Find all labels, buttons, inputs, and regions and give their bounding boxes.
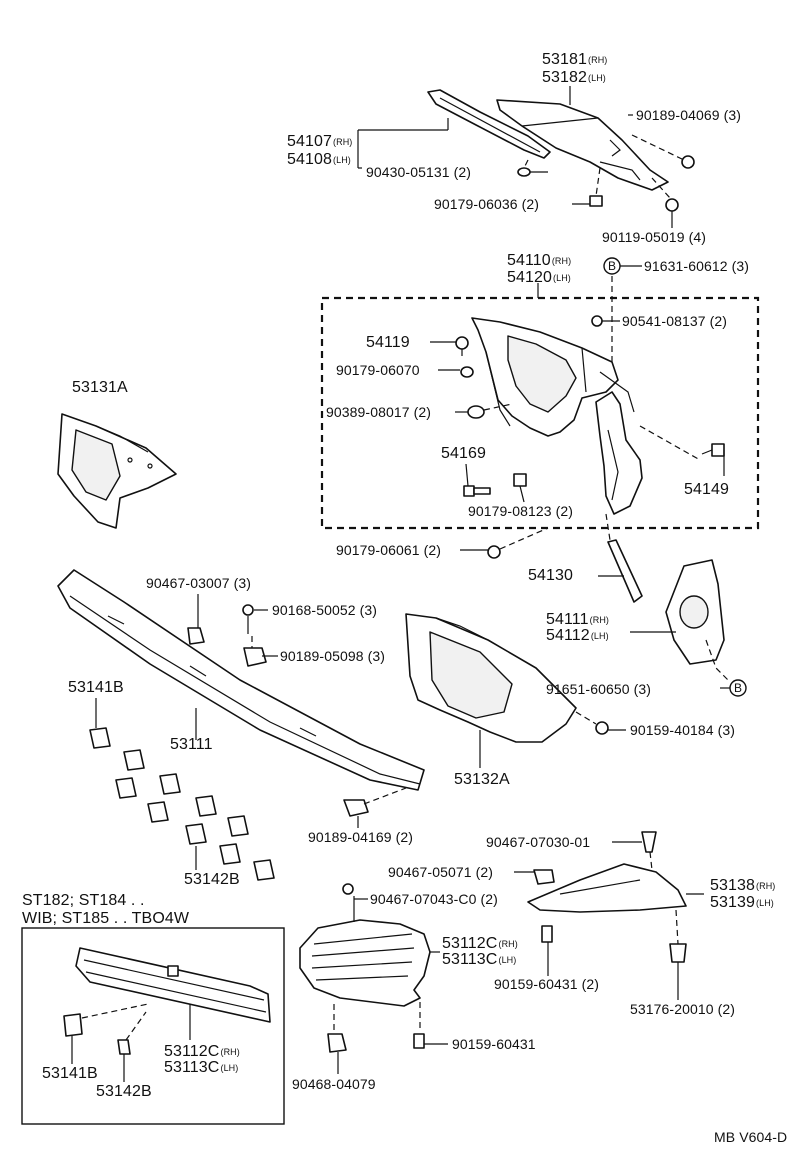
footer-code: MB V604-D (714, 1129, 788, 1145)
label-90468-04079: 90468-04079 (292, 1076, 376, 1092)
frame-54110-group (320, 296, 760, 530)
label-54110: 54110(RH) (507, 252, 572, 269)
label-53112C: 53112C(RH) (442, 935, 518, 952)
label-54130: 54130 (528, 567, 573, 584)
label-53182: 53182(LH) (542, 69, 606, 86)
bolt-54149 (639, 425, 725, 461)
label-90467-03007: 90467-03007 (3) (146, 575, 252, 591)
label-90467-05071: 90467-05071 (2) (388, 864, 494, 880)
fastener-90179-08123 (513, 473, 527, 503)
inset-label-53141B: 53141B (42, 1065, 98, 1082)
marker-b-top-letter: B (607, 259, 617, 273)
label-90189-04169: 90189-04169 (2) (308, 829, 414, 845)
label-91631-60612: 91631-60612 (3) (644, 258, 750, 274)
leader-lines (254, 114, 730, 1074)
inset-label-53142B: 53142B (96, 1083, 152, 1100)
clip-90467-03007 (187, 594, 205, 645)
label-90189-04069: 90189-04069 (3) (636, 107, 742, 123)
fastener-90541-08137 (591, 315, 603, 327)
label-90389-08017: 90389-08017 (2) (326, 404, 432, 420)
label-53113C: 53113C(LH) (442, 951, 517, 968)
fastener-90119-05019 (651, 177, 679, 228)
fastener-90168-50052 (242, 604, 254, 634)
label-54120: 54120(LH) (507, 269, 571, 286)
clip-53176-20010 (669, 909, 687, 1000)
screw-90159-60431 (413, 1002, 425, 1049)
part-53132A-duct (405, 613, 577, 768)
part-53131A-duct (57, 413, 177, 529)
part-54110-bracket (471, 317, 635, 437)
label-90159-60431: 90159-60431 (452, 1036, 536, 1052)
label-53131A: 53131A (72, 379, 128, 396)
fastener-90430-05131 (517, 159, 531, 177)
label-90467-07043-c0: 90467-07043-C0 (2) (370, 891, 498, 907)
label-53142B: 53142B (184, 871, 240, 888)
label-90179-06070: 90179-06070 (336, 362, 420, 378)
clip-90467-07030 (641, 831, 657, 871)
label-53132A: 53132A (454, 771, 510, 788)
part-53138-trim (527, 863, 704, 913)
part-53181-cover (496, 86, 669, 191)
marker-b-bottom-letter: B (733, 681, 743, 695)
inset-frame (21, 927, 285, 1125)
screw-90159-40184 (575, 711, 609, 735)
fastener-54119 (455, 336, 469, 356)
label-54107: 54107(RH) (287, 133, 353, 150)
clip-90189-05098 (243, 636, 267, 667)
fastener-90179-06061 (487, 527, 549, 559)
label-53139: 53139(LH) (710, 894, 774, 911)
label-90159-40184: 90159-40184 (3) (630, 722, 736, 738)
label-90430-05131: 90430-05131 (2) (366, 164, 472, 180)
clip-90467-05071 (533, 869, 555, 885)
label-90179-08123: 90179-08123 (2) (468, 503, 574, 519)
inset-clip-53142B (117, 1011, 147, 1082)
part-53111-strip (57, 569, 425, 791)
label-53176-20010: 53176-20010 (2) (630, 1001, 736, 1017)
label-90467-07030-01: 90467-07030-01 (486, 834, 591, 850)
part-54130-rod (598, 513, 643, 603)
part-54107-strip (357, 89, 551, 169)
label-91651-60650: 91651-60650 (3) (546, 681, 652, 697)
label-54119: 54119 (366, 334, 410, 351)
label-90159-60431-2: 90159-60431 (2) (494, 976, 600, 992)
part-53112C-grille (299, 883, 431, 1007)
fastener-90179-06070 (460, 366, 474, 378)
marker-b-bottom (729, 679, 747, 697)
label-53111: 53111 (170, 736, 213, 753)
part-54110-arm (595, 391, 643, 515)
label-54111: 54111(RH) (546, 611, 610, 628)
marker-b-top (603, 257, 621, 275)
label-54149: 54149 (684, 481, 729, 498)
inset-grille (75, 947, 271, 1040)
label-90119-05019: 90119-05019 (4) (602, 229, 706, 245)
clip-90468-04079 (327, 1004, 347, 1053)
label-53181: 53181(RH) (542, 51, 608, 68)
label-54108: 54108(LH) (287, 151, 351, 168)
label-54112: 54112(LH) (546, 627, 609, 644)
fastener-90179-06036 (589, 167, 603, 207)
inset-label-53113C: 53113C(LH) (164, 1059, 239, 1076)
label-90541-08137: 90541-08137 (2) (622, 313, 728, 329)
part-54111-bracket (665, 559, 731, 683)
label-90189-05098: 90189-05098 (3) (280, 648, 386, 664)
clip-90189-04169 (343, 787, 407, 817)
inset-label-53112C: 53112C(RH) (164, 1043, 240, 1060)
fastener-90189-04069 (631, 134, 695, 169)
label-53138: 53138(RH) (710, 877, 776, 894)
label-53141B: 53141B (68, 679, 124, 696)
label-90168-50052: 90168-50052 (3) (272, 602, 378, 618)
screw-90159-60431-2 (541, 925, 553, 976)
bolt-54169 (463, 485, 491, 497)
label-90179-06036: 90179-06036 (2) (434, 196, 540, 212)
inset-title-line1: ST182; ST184 . . (22, 892, 145, 909)
clip-group-53142B (89, 698, 275, 881)
inset-clip-53141B (63, 1003, 149, 1064)
inset-title-line2: WIB; ST185 . . TBO4W (22, 910, 190, 927)
label-90179-06061: 90179-06061 (2) (336, 542, 442, 558)
label-54169: 54169 (441, 445, 486, 462)
